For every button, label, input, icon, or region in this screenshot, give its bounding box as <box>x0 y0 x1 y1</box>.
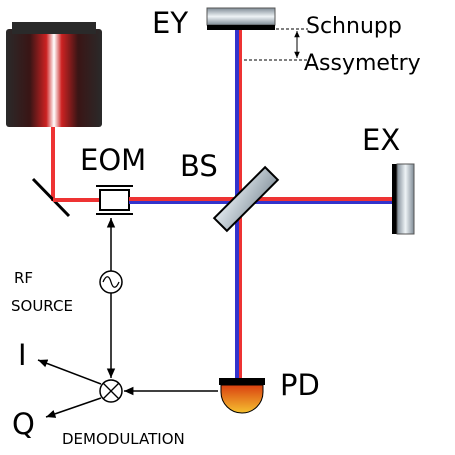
label-demodulation: DEMODULATION <box>62 430 185 448</box>
label-q: Q <box>12 407 35 441</box>
label-eom: EOM <box>80 143 146 177</box>
mixer-to-q-arrow <box>45 397 102 418</box>
steering-mirror <box>31 177 71 218</box>
eom-crystal <box>96 185 133 215</box>
photodiode <box>219 378 265 414</box>
label-assymetry: Assymetry <box>304 51 421 76</box>
rf-oscillator-icon <box>99 270 123 294</box>
beam-splitter <box>212 165 280 233</box>
label-bs: BS <box>180 149 218 183</box>
label-rf: RF <box>14 269 33 287</box>
end-mirror-x <box>392 163 415 235</box>
red-beam-to-eom <box>53 198 99 202</box>
laser-source <box>6 22 102 127</box>
label-pd: PD <box>280 368 320 402</box>
schnupp-indicator <box>244 28 308 61</box>
label-ey: EY <box>152 6 188 40</box>
label-i: I <box>18 338 27 372</box>
label-ex: EX <box>362 123 400 157</box>
red-beam-horizontal <box>129 197 393 201</box>
mixer-to-i-arrow <box>37 359 102 385</box>
label-schnupp: Schnupp <box>306 14 402 39</box>
end-mirror-y <box>206 7 276 30</box>
blue-beam-horizontal <box>129 201 393 204</box>
mixer-icon <box>99 379 123 403</box>
red-beam-laser-down <box>51 127 55 201</box>
label-source: SOURCE <box>11 297 73 315</box>
